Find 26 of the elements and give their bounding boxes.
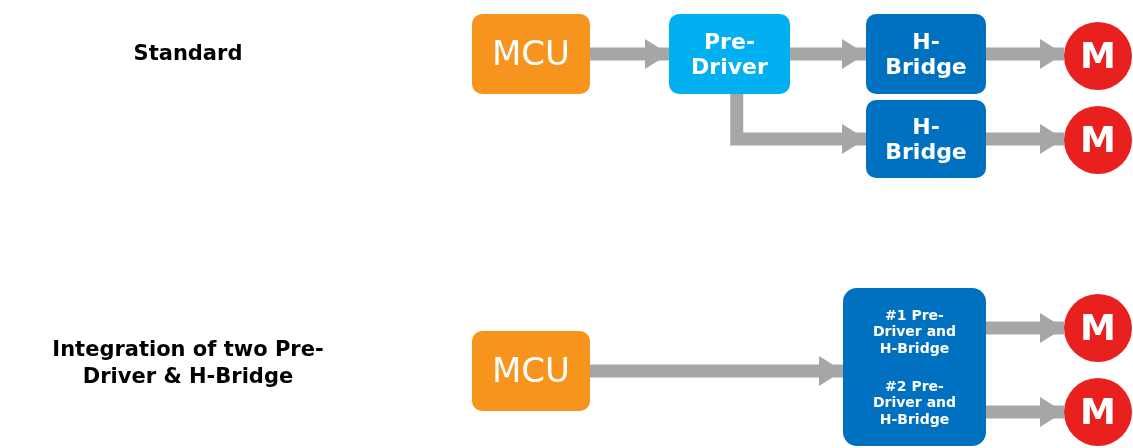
arrow xyxy=(986,124,1064,154)
arrow xyxy=(986,39,1064,69)
h-bridge-box xyxy=(866,14,986,94)
arrow xyxy=(590,39,669,69)
driver-ic-box xyxy=(843,288,986,446)
node-text: M xyxy=(1080,119,1116,161)
mcu-box xyxy=(472,14,590,94)
node-text: M xyxy=(1080,35,1116,77)
section-label: Integration of two Pre-Driver & H-Bridge xyxy=(51,336,325,391)
node-text: MCU xyxy=(492,351,570,391)
node-text: #2 Pre-Driver and H-Bridge xyxy=(871,378,958,427)
node-text: H-Bridge xyxy=(885,28,967,80)
arrow xyxy=(986,397,1064,427)
node-text: #1 Pre-Driver and H-Bridge xyxy=(871,307,958,356)
h-bridge-box xyxy=(866,100,986,178)
arrow xyxy=(590,356,843,386)
mcu-box xyxy=(472,331,590,411)
node-text: M xyxy=(1080,307,1116,349)
arrow xyxy=(986,313,1064,343)
node-text: Pre-Driver xyxy=(690,28,769,80)
node-text: MCU xyxy=(492,34,570,74)
section-label: Standard xyxy=(132,40,244,67)
arrow xyxy=(790,39,866,69)
node-text: M xyxy=(1080,391,1116,433)
pre-driver-box xyxy=(669,14,790,94)
node-text: H-Bridge xyxy=(885,113,967,165)
